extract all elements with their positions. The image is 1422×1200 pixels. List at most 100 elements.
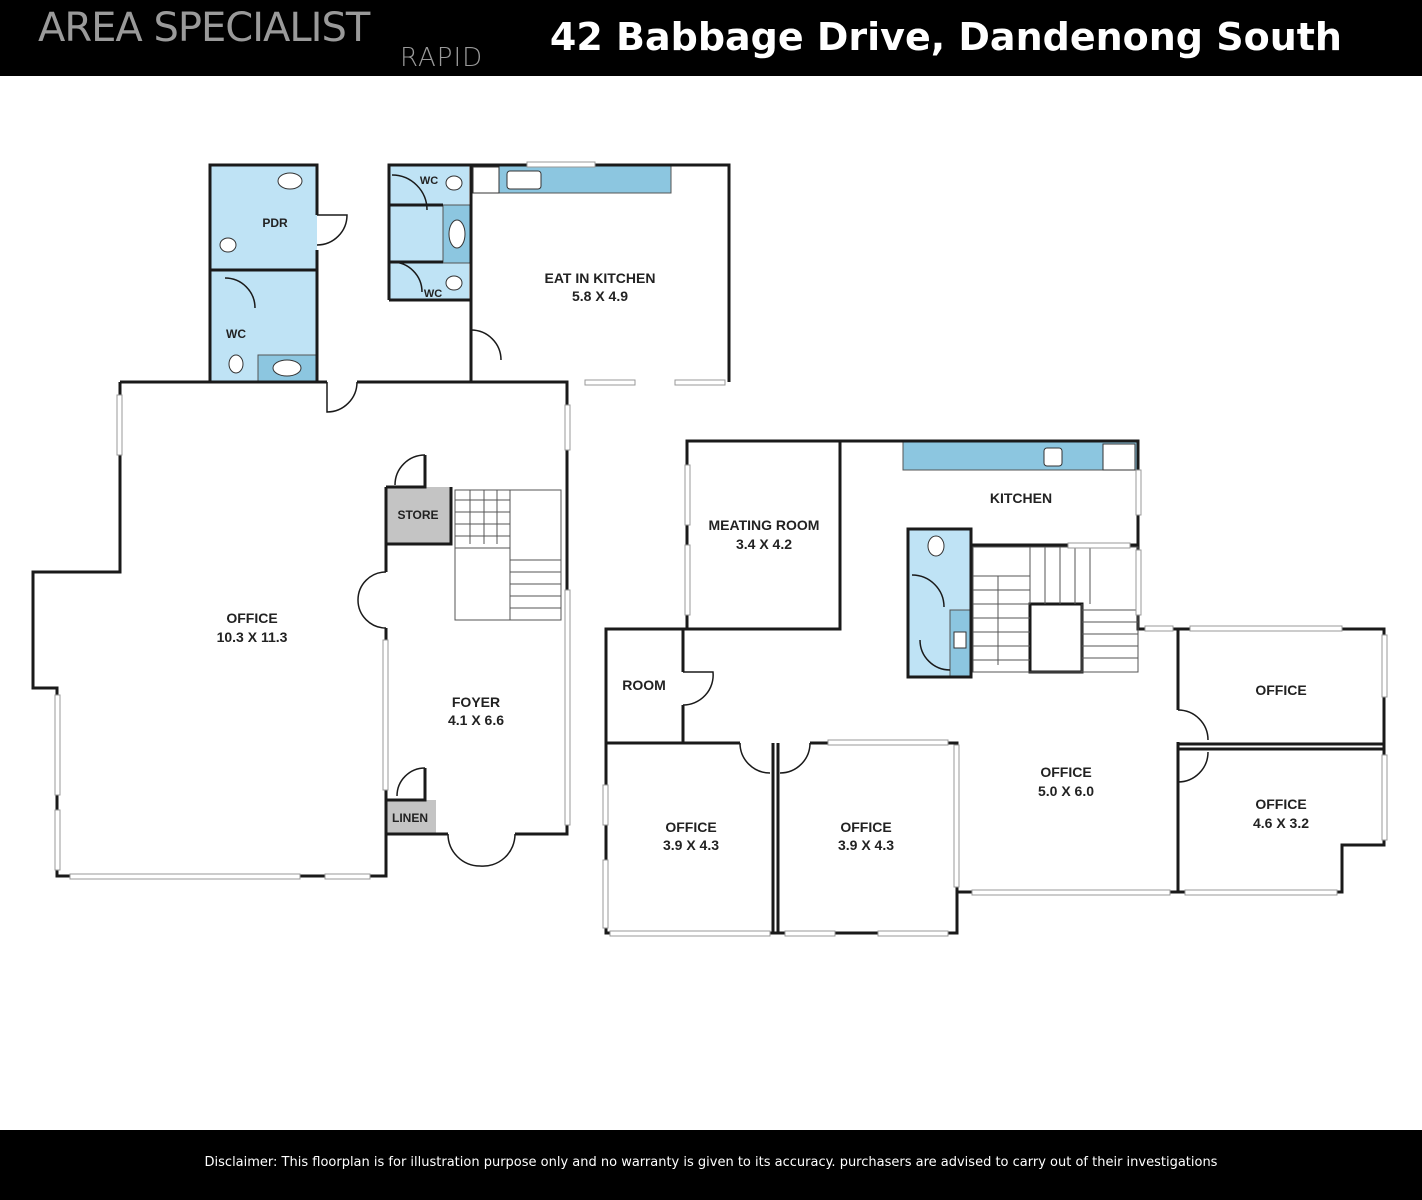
toilet-pdr-2 xyxy=(219,237,237,253)
window-kitchen-top xyxy=(526,161,596,168)
window-kitchen-bottom xyxy=(584,379,636,386)
label-kitchen: KITCHEN xyxy=(990,490,1052,506)
wall-linen xyxy=(386,768,427,802)
door-kitchen xyxy=(470,329,502,361)
stairs-right xyxy=(972,546,1139,673)
window-office-c-bottom xyxy=(971,889,1171,896)
kitchen-bench-right xyxy=(902,441,1139,471)
label-office-c-dim: 5.0 X 6.0 xyxy=(1038,783,1094,799)
disclaimer-text: Disclaimer: This floorplan is for illust… xyxy=(204,1155,1218,1170)
window-office-e-bottom xyxy=(1184,889,1338,896)
door-foyer-double xyxy=(357,571,387,629)
label-office-c: OFFICE xyxy=(1040,764,1091,780)
window-kitchen-bottom-2 xyxy=(674,379,726,386)
window-office-b-bottom-2 xyxy=(877,930,949,937)
window-office-d-right xyxy=(1381,634,1388,698)
wall-meating-room xyxy=(687,441,842,631)
store-area xyxy=(386,487,451,544)
label-office-b-dim: 3.9 X 4.3 xyxy=(838,837,894,853)
window-office-b-top xyxy=(827,739,949,746)
toilet-wc-bottom xyxy=(445,275,463,291)
toilet-right xyxy=(927,535,945,557)
label-meating-room-dim: 3.4 X 4.2 xyxy=(736,536,792,552)
label-office-e-dim: 4.6 X 3.2 xyxy=(1253,815,1309,831)
toilet-pdr xyxy=(277,172,303,190)
door-office-b xyxy=(779,742,811,774)
window-left-3 xyxy=(54,809,61,871)
label-office-main-dim: 10.3 X 11.3 xyxy=(217,629,288,645)
door-store xyxy=(394,454,426,486)
door-office-top xyxy=(326,381,358,413)
header-bar: AREA SPECIALIST RAPID 42 Babbage Drive, … xyxy=(0,0,1422,76)
door-entry-double xyxy=(447,833,516,867)
stairs-left xyxy=(454,489,562,621)
window-kitchen-right-1 xyxy=(1135,469,1142,516)
label-pdr: PDR xyxy=(262,216,288,230)
brand-sub-logo: RAPID xyxy=(400,43,484,73)
wall-store xyxy=(386,455,453,546)
door-room xyxy=(682,671,714,706)
wall-right-offices xyxy=(1176,629,1384,892)
door-wc-bottom xyxy=(391,261,423,293)
property-address: 42 Babbage Drive, Dandenong South xyxy=(549,15,1342,59)
window-left-4 xyxy=(69,873,301,880)
window-meating-1 xyxy=(684,464,691,526)
door-wc-left xyxy=(224,277,256,309)
basin-wc xyxy=(448,219,466,249)
window-office-b-bottom xyxy=(784,930,836,937)
window-left-2 xyxy=(54,694,61,796)
toilet-wc-left xyxy=(228,354,244,374)
label-office-b: OFFICE xyxy=(840,819,891,835)
label-office-a-dim: 3.9 X 4.3 xyxy=(663,837,719,853)
label-wc-left: WC xyxy=(226,327,246,341)
window-office-a-left-2 xyxy=(602,859,609,929)
label-room: ROOM xyxy=(622,677,666,693)
door-office-e xyxy=(1177,751,1209,783)
linen-area xyxy=(386,800,436,834)
toilet-wc-top xyxy=(445,175,463,191)
label-wc-top: WC xyxy=(420,175,438,187)
footer-bar: Disclaimer: This floorplan is for illust… xyxy=(0,1130,1422,1200)
window-office-c-left xyxy=(953,744,960,888)
label-office-main: OFFICE xyxy=(226,610,277,626)
label-office-d: OFFICE xyxy=(1255,682,1306,698)
door-office-d xyxy=(1177,709,1209,741)
window-office-e-right xyxy=(1381,754,1388,841)
window-left-5 xyxy=(324,873,371,880)
window-office-c-top xyxy=(1144,625,1174,632)
sink-kitchen-right xyxy=(1043,447,1063,467)
window-office-d-top xyxy=(1189,625,1343,632)
window-kitchen-right-top xyxy=(1067,542,1131,549)
label-foyer-dim: 4.1 X 6.6 xyxy=(448,712,504,728)
label-eat-in-kitchen-dim: 5.8 X 4.9 xyxy=(572,288,628,304)
cooktop-right xyxy=(1102,443,1136,471)
door-linen xyxy=(396,767,426,797)
sink-kitchen-left xyxy=(506,170,542,190)
wall-offices-bottom xyxy=(606,741,959,933)
window-kitchen-right-2 xyxy=(1135,549,1142,616)
label-office-a: OFFICE xyxy=(665,819,716,835)
window-left-1 xyxy=(116,394,123,456)
window-foyer-right-2 xyxy=(564,589,571,826)
door-wc-top xyxy=(391,174,428,211)
window-meating-2 xyxy=(684,544,691,616)
window-foyer-right xyxy=(564,404,571,451)
door-pdr xyxy=(316,214,348,246)
cooktop-left xyxy=(472,166,500,194)
brand-logo: AREA SPECIALIST xyxy=(38,5,370,51)
window-office-a-left xyxy=(602,784,609,826)
label-meating-room: MEATING ROOM xyxy=(709,517,820,533)
label-linen: LINEN xyxy=(392,811,428,825)
label-office-e: OFFICE xyxy=(1255,796,1306,812)
basin-right xyxy=(953,631,967,649)
wall-stair-void xyxy=(1028,602,1084,674)
kitchen-bench-top xyxy=(470,164,672,194)
door-office-a xyxy=(739,742,771,774)
label-eat-in-kitchen: EAT IN KITCHEN xyxy=(545,270,656,286)
wall-office-outer xyxy=(31,380,569,878)
label-foyer: FOYER xyxy=(452,694,500,710)
label-store: STORE xyxy=(397,508,438,522)
basin-wc-left xyxy=(272,359,302,377)
wall-pdr-block xyxy=(208,163,319,382)
